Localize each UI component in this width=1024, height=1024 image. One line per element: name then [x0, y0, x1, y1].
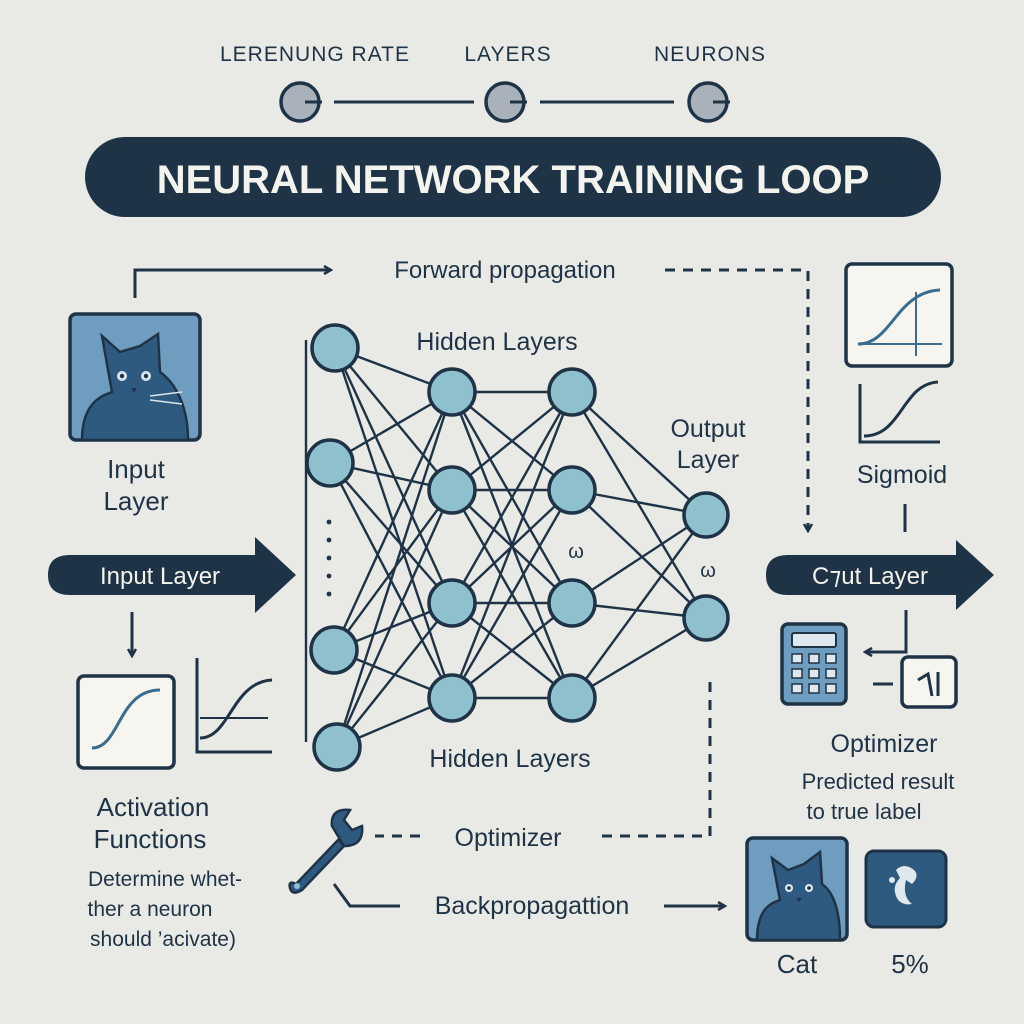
title-banner: NEURAL NETWORK TRAINING LOOP	[85, 137, 941, 217]
connection-line	[571, 489, 707, 619]
layers-label: LAYERS	[464, 43, 551, 66]
input-layer-banner: Input Layer	[48, 537, 296, 613]
hidden-layers-bottom-label: Hidden Layers	[429, 745, 590, 773]
activation-desc-line3: should ’acivate)	[90, 928, 236, 951]
output-layer-label-line1: Output	[670, 415, 745, 443]
connection-line	[450, 391, 574, 604]
hyperparameter-controls: LERENUNG RATE LAYERS NEURONS	[220, 43, 766, 123]
wrench-icon	[288, 808, 364, 894]
connection-line	[570, 391, 708, 619]
hidden-neuron	[547, 578, 597, 628]
input-layer-caption-line1: Input	[107, 454, 166, 484]
connection-line	[333, 347, 454, 604]
connection-line	[571, 514, 707, 699]
hidden-neuron	[427, 673, 477, 723]
backpropagation-label: Backpropagattion	[435, 892, 630, 920]
compare-text-line2: to true label	[807, 799, 922, 824]
hidden-neuron	[427, 367, 477, 417]
sigmoid-label: Sigmoid	[857, 461, 947, 489]
cat-image-icon	[80, 331, 190, 442]
connection-line	[333, 489, 453, 651]
hidden-neuron	[547, 673, 597, 723]
output-neuron	[682, 491, 730, 539]
connection-line	[333, 347, 454, 699]
connection-line	[332, 391, 454, 651]
input-neuron	[305, 438, 355, 488]
input-neuron	[309, 625, 359, 675]
output-neuron	[682, 594, 730, 642]
activation-desc-line2: ther a neuron	[88, 898, 213, 921]
ellipsis-dots	[326, 519, 332, 597]
optimizer-return-path	[596, 682, 712, 838]
page-title: NEURAL NETWORK TRAINING LOOP	[157, 158, 870, 202]
calculator-icon	[780, 622, 848, 706]
connection-line	[334, 347, 453, 491]
connection-line	[571, 616, 707, 700]
output-image-card	[745, 836, 849, 942]
activation-curve-card	[76, 674, 176, 770]
network-connections	[304, 340, 708, 749]
output-layer-banner: C⁊ut Layer	[766, 540, 994, 610]
hidden-neuron	[547, 367, 597, 417]
output-layer-label-line2: Layer	[677, 446, 740, 474]
learning-rate-label: LERENUNG RATE	[220, 43, 410, 66]
activation-title-line1: Activation	[97, 792, 210, 822]
sigmoid-curve-card	[844, 262, 954, 368]
weight-mark: ω	[568, 541, 584, 563]
hidden-neuron	[427, 465, 477, 515]
loss-badge-icon	[864, 849, 948, 929]
cat-image-icon	[755, 849, 842, 942]
input-neuron	[312, 722, 362, 772]
neurons-label: NEURONS	[654, 43, 766, 66]
activation-plot	[195, 658, 273, 754]
check-box-icon	[900, 655, 958, 709]
optimizer-right-label: Optimizer	[831, 730, 938, 758]
input-neuron	[310, 323, 360, 373]
connection-line	[329, 462, 453, 604]
hidden-layers-top-label: Hidden Layers	[416, 328, 577, 356]
connection-line	[336, 602, 453, 748]
sigmoid-plot	[858, 380, 940, 444]
input-arrow-label: Input Layer	[100, 563, 220, 590]
learning-rate-knob[interactable]	[279, 81, 322, 123]
connection-line	[451, 602, 573, 699]
compare-text-line1: Predicted result	[802, 769, 955, 794]
result-label: Cat	[777, 949, 818, 979]
input-layer-caption-line2: Layer	[103, 486, 168, 516]
neurons-knob[interactable]	[687, 81, 730, 123]
input-image-card	[68, 312, 202, 442]
feedback-arrow	[866, 610, 908, 652]
connection-line	[335, 391, 454, 748]
output-arrow-label: C⁊ut Layer	[812, 563, 928, 590]
connection-line	[450, 489, 574, 699]
forward-propagation-flow: Forward propagation	[133, 257, 808, 530]
backprop-tail	[332, 883, 400, 908]
confidence-value: 5%	[891, 949, 929, 979]
weight-mark: ω	[700, 560, 716, 582]
forward-propagation-label: Forward propagation	[394, 257, 615, 284]
activation-title-line2: Functions	[94, 824, 207, 854]
connection-line	[450, 391, 574, 699]
hidden-neuron	[547, 465, 597, 515]
connection-line	[571, 513, 707, 605]
hidden-neuron	[427, 578, 477, 628]
connection-line	[571, 391, 707, 516]
optimizer-bottom-label: Optimizer	[455, 824, 562, 852]
connection-line	[335, 489, 454, 748]
connection-line	[451, 391, 573, 491]
activation-desc-line1: Determine whet-	[88, 868, 242, 891]
network-neurons	[305, 323, 730, 772]
layers-knob[interactable]	[484, 81, 527, 123]
